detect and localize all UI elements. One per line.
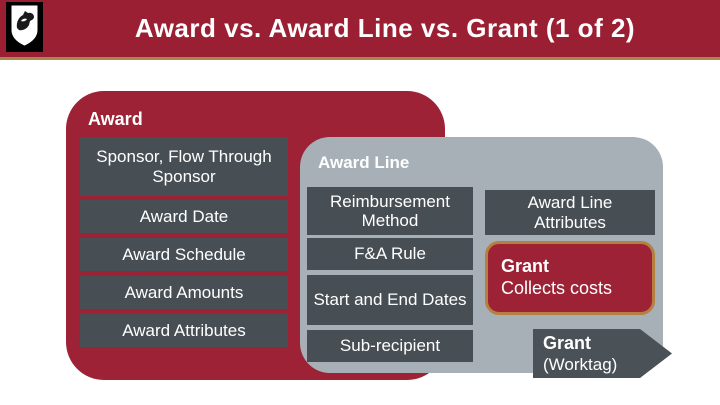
- award-line-attributes-box: Award Line Attributes: [485, 190, 655, 235]
- grant-collects-costs-box: Grant Collects costs: [485, 241, 655, 315]
- wsu-cougar-shield-icon: [10, 4, 39, 51]
- awardline-item-dates: Start and End Dates: [307, 275, 473, 325]
- award-item-date: Award Date: [80, 200, 288, 233]
- grant-worktag-arrow: Grant (Worktag): [533, 329, 672, 378]
- awardline-item-subrecipient: Sub-recipient: [307, 330, 473, 362]
- award-item-schedule: Award Schedule: [80, 238, 288, 271]
- grant-arrow-subtitle: (Worktag): [543, 355, 618, 375]
- award-item-attributes: Award Attributes: [80, 314, 288, 347]
- grant-arrow-title: Grant: [543, 332, 592, 353]
- grant-box-title: Grant: [501, 256, 550, 277]
- gold-divider: [0, 57, 720, 60]
- awardline-item-reimbursement: Reimbursement Method: [307, 187, 473, 235]
- grant-box-subtitle: Collects costs: [501, 278, 613, 298]
- award-panel-title: Award: [88, 109, 143, 129]
- award-item-amounts: Award Amounts: [80, 276, 288, 309]
- header-bar: Award vs. Award Line vs. Grant (1 of 2): [0, 0, 720, 57]
- award-item-sponsor: Sponsor, Flow Through Sponsor: [80, 137, 288, 196]
- page-title: Award vs. Award Line vs. Grant (1 of 2): [134, 13, 636, 43]
- awardline-item-fa-rule: F&A Rule: [307, 238, 473, 270]
- award-line-panel-title: Award Line: [318, 153, 410, 172]
- logo-block: [6, 2, 43, 52]
